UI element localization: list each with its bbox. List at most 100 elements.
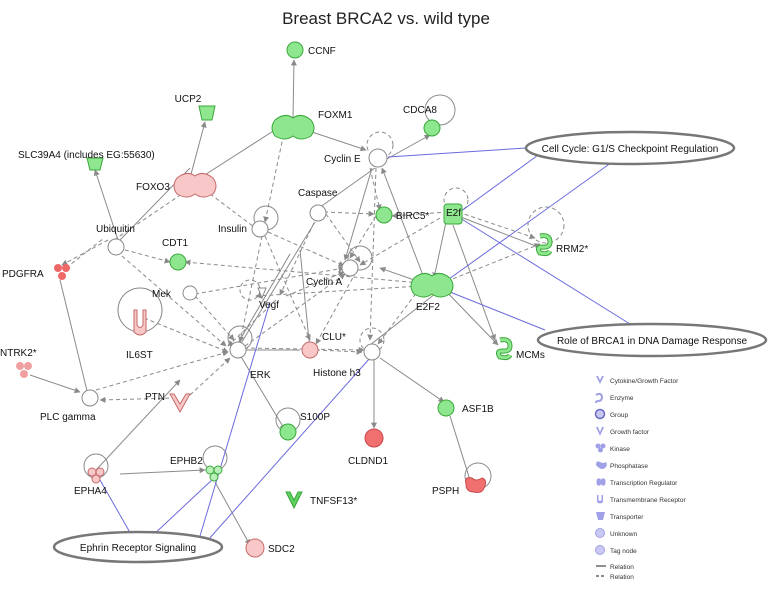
node-rrm2[interactable]: RRM2*: [535, 233, 588, 257]
svg-text:Tag node: Tag node: [610, 548, 637, 555]
svg-text:CDCA8: CDCA8: [403, 105, 437, 116]
loop-rrm2: [527, 206, 565, 244]
svg-text:IL6ST: IL6ST: [126, 350, 153, 361]
growth-factor-icon: [596, 427, 604, 436]
node-tnfsf13[interactable]: TNFSF13*: [285, 491, 357, 510]
node-slc39a4[interactable]: SLC39A4 (includes EG:55630): [18, 150, 155, 171]
node-insulin[interactable]: Insulin: [218, 220, 269, 238]
node-cdt1[interactable]: CDT1: [162, 238, 189, 271]
node-pdgfra[interactable]: PDGFRA: [2, 264, 70, 280]
pathway-cellcycle[interactable]: Cell Cycle: G1/S Checkpoint Regulation: [524, 130, 736, 166]
kinase-icon: [595, 443, 606, 453]
dedge-e2f2-histone: [377, 287, 421, 345]
node-ucp2[interactable]: UCP2: [175, 94, 216, 121]
edge-foxo3-ucp2: [189, 121, 207, 179]
dedge-plc-erk: [95, 350, 229, 391]
dedge-e2f-birc5: [391, 211, 449, 219]
node-erk[interactable]: ERK: [229, 341, 271, 381]
edge-erk-vegf: [233, 253, 291, 351]
node-cyclina[interactable]: Cyclin A: [306, 259, 359, 288]
svg-text:BIRC5*: BIRC5*: [396, 211, 429, 222]
svg-text:EPHA4: EPHA4: [74, 486, 107, 497]
dedge-foxm1-insulin: [263, 127, 286, 223]
edge-foxm1-foxo3: [199, 127, 279, 179]
node-ubiquitin[interactable]: Ubiquitin: [96, 224, 135, 256]
node-s100p[interactable]: S100P: [279, 412, 330, 441]
svg-text:E2f: E2f: [446, 208, 461, 219]
pathway-brca1-label: Role of BRCA1 in DNA Damage Response: [557, 336, 748, 347]
legend: Cytokine/Growth Factor Enzyme Group Grow…: [594, 376, 686, 581]
legend-item-solid-relation: Relation: [596, 564, 634, 571]
svg-text:Mek: Mek: [152, 289, 172, 300]
loop-e2f: [443, 187, 469, 213]
node-clu[interactable]: CLU*: [301, 332, 346, 359]
node-ephb2[interactable]: EPHB2: [170, 456, 223, 482]
pedge-ephrin-histone: [207, 357, 371, 541]
transporter-icon: [596, 512, 605, 520]
node-mcm[interactable]: MCMs: [495, 337, 545, 361]
svg-text:Relation: Relation: [610, 564, 634, 571]
svg-text:MCMs: MCMs: [516, 350, 545, 361]
edge-ubiquitin-slc: [93, 169, 119, 241]
node-plcgamma[interactable]: PLC gamma: [40, 389, 99, 423]
edge-ephb2-sdc2: [214, 481, 251, 546]
node-ntrk2[interactable]: NTRK2*: [0, 348, 37, 378]
edge-plc-pdgfra: [59, 279, 89, 396]
node-cycline[interactable]: Cyclin E: [324, 148, 388, 168]
node-sdc2[interactable]: SDC2: [245, 538, 295, 558]
legend-item-dashed-relation: Relation: [596, 574, 634, 581]
pathway-edges: [99, 147, 631, 541]
node-mek[interactable]: Mek: [152, 285, 198, 301]
node-caspase[interactable]: Caspase: [298, 188, 338, 222]
legend-item-growth-factor: Growth factor: [596, 427, 650, 436]
svg-text:Cyclin E: Cyclin E: [324, 154, 361, 165]
node-ptn[interactable]: PTN: [145, 392, 191, 414]
svg-text:PSPH: PSPH: [432, 486, 459, 497]
svg-text:CLDND1: CLDND1: [348, 456, 388, 467]
pathway-ephrin[interactable]: Ephrin Receptor Signaling: [52, 530, 224, 564]
tag-node-icon: [595, 545, 605, 555]
node-e2f2[interactable]: E2F2: [410, 272, 454, 313]
svg-text:Transmembrane Receptor: Transmembrane Receptor: [610, 497, 686, 504]
node-il6st[interactable]: IL6ST: [126, 309, 153, 361]
svg-text:Cyclin A: Cyclin A: [306, 277, 342, 288]
dedge-mek-cyclina: [194, 265, 345, 295]
node-asf1b[interactable]: ASF1B: [437, 399, 494, 417]
edge-cycline-cyclina: [343, 167, 373, 261]
dedge-birc5-cyclina: [349, 215, 377, 259]
node-e2f[interactable]: E2f: [443, 203, 463, 225]
dedge-ubiquitin-foxo3: [113, 184, 196, 241]
node-ccnf[interactable]: CCNF: [286, 41, 336, 59]
svg-text:Histone h3: Histone h3: [313, 368, 361, 379]
transcription-regulator-icon: [596, 478, 606, 486]
edge-e2f-e2f2: [432, 221, 447, 279]
pathway-brca1[interactable]: Role of BRCA1 in DNA Damage Response: [536, 322, 768, 358]
pedge-brca1-e2f: [459, 217, 631, 325]
dedge-il6st-erk: [143, 317, 229, 353]
node-vegf[interactable]: Vegf: [257, 287, 279, 311]
dedge-ubiquitin-erk: [121, 255, 227, 347]
enzyme-icon: [595, 392, 604, 404]
svg-text:SLC39A4 (includes EG:55630): SLC39A4 (includes EG:55630): [18, 150, 155, 161]
node-foxo3[interactable]: FOXO3: [136, 172, 217, 198]
svg-text:Relation: Relation: [610, 574, 634, 581]
node-cldnd1[interactable]: CLDND1: [348, 428, 388, 467]
legend-item-unknown: Unknown: [595, 528, 637, 538]
svg-text:TNFSF13*: TNFSF13*: [310, 496, 357, 507]
node-foxm1[interactable]: FOXM1: [271, 110, 353, 140]
node-histoneh3[interactable]: Histone h3: [313, 343, 381, 379]
node-birc5[interactable]: BIRC5*: [375, 206, 429, 224]
node-psph[interactable]: PSPH: [432, 477, 487, 497]
node-cdca8[interactable]: CDCA8: [403, 105, 441, 137]
svg-text:Unknown: Unknown: [610, 531, 637, 538]
svg-text:Transporter: Transporter: [610, 514, 644, 521]
legend-item-transcription-regulator: Transcription Regulator: [596, 478, 678, 487]
svg-text:Growth factor: Growth factor: [610, 429, 650, 436]
dedge-e2f-cyclina: [359, 217, 441, 266]
node-epha4[interactable]: EPHA4: [74, 467, 107, 497]
svg-text:Kinase: Kinase: [610, 446, 630, 453]
loop-cdca8: [424, 94, 456, 126]
edge-e2f2-cycline: [381, 167, 425, 279]
svg-text:CLU*: CLU*: [322, 332, 346, 343]
dedge-e2f-rrm2: [457, 211, 536, 240]
